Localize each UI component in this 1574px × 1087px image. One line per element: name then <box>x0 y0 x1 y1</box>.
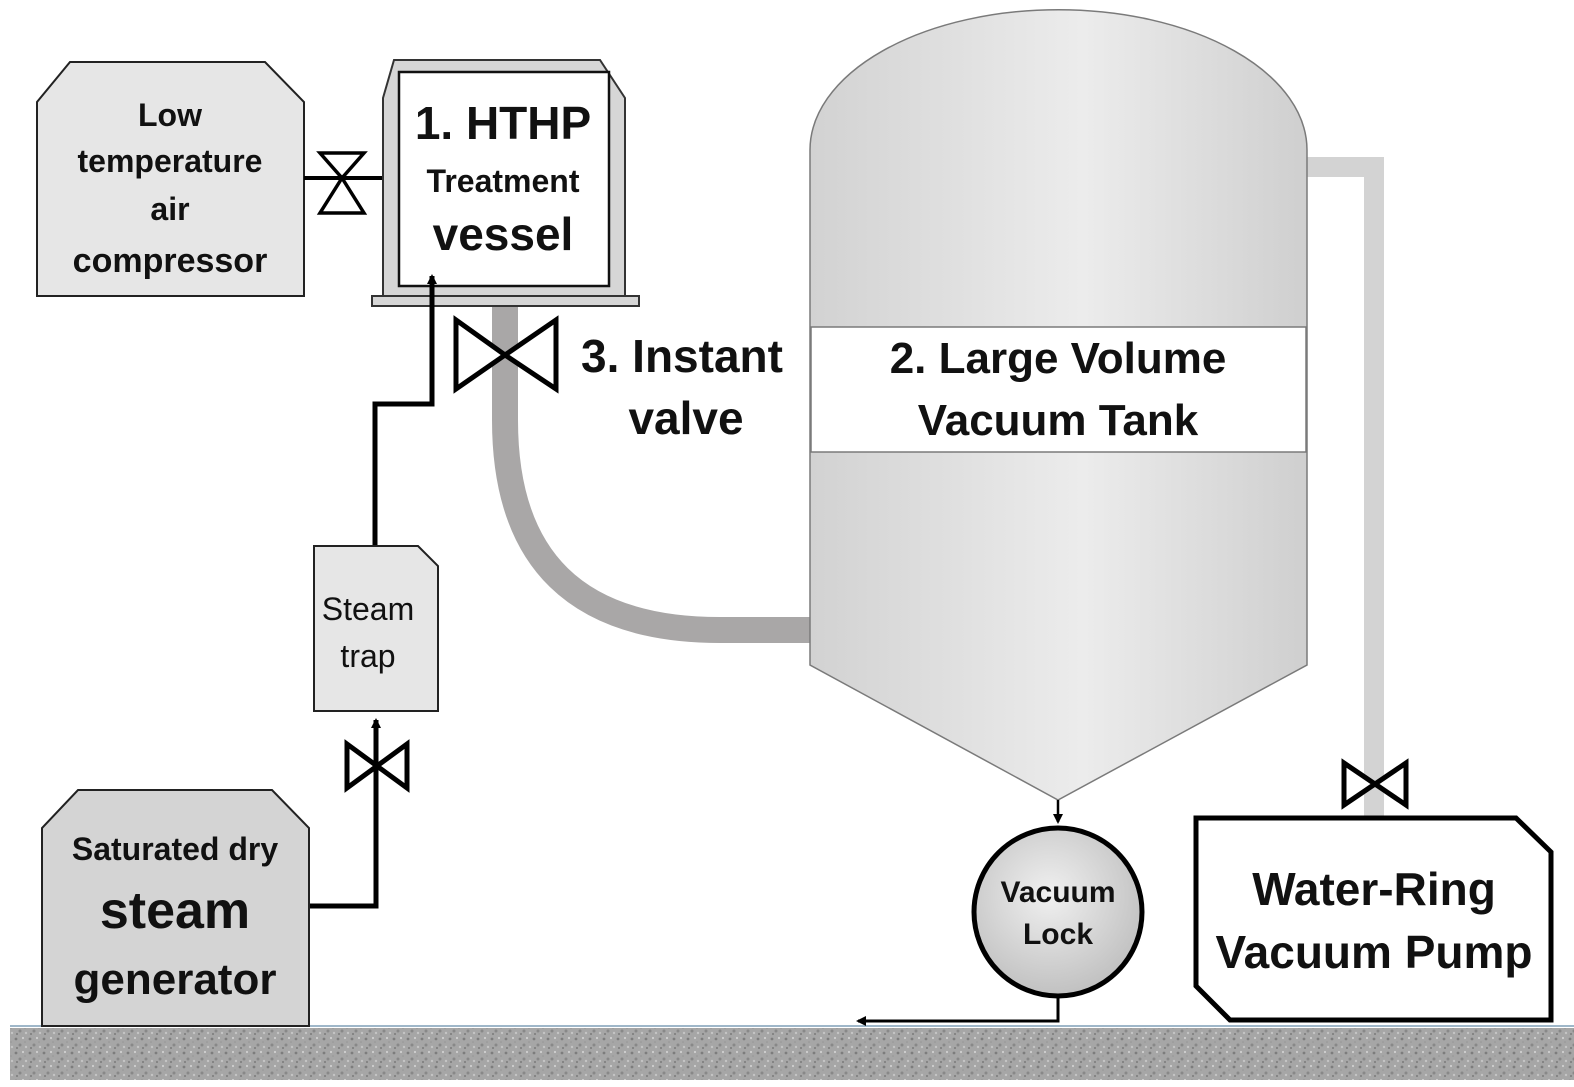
compressor-label-line2: temperature <box>78 143 263 179</box>
vessel-label-line1: 1. HTHP <box>415 97 591 149</box>
air-compressor: Low temperature air compressor <box>36 61 305 297</box>
steam-valve-icon <box>344 739 410 793</box>
generator-label-line2: steam <box>100 882 250 940</box>
compressor-label-line3: air <box>150 191 189 227</box>
steam-line-lower <box>310 718 381 909</box>
vacuum-lock-label-line1: Vacuum <box>1000 876 1115 909</box>
vacuum-pump-pipe <box>1306 157 1384 818</box>
steam-trap: Steam trap <box>313 545 439 712</box>
vacuum-lock-label-line2: Lock <box>1023 918 1093 951</box>
pump-label-line2: Vacuum Pump <box>1216 926 1533 978</box>
pump-label-line1: Water-Ring <box>1252 863 1496 915</box>
instant-valve-icon <box>453 315 559 394</box>
vessel-base <box>371 295 640 307</box>
tank-label-band <box>810 326 1307 453</box>
generator-label-line1: Saturated dry <box>72 831 278 867</box>
tank-label-line2: Vacuum Tank <box>918 396 1199 445</box>
valve-label-line1: 3. Instant <box>581 330 783 382</box>
water-ring-vacuum-pump: Water-Ring Vacuum Pump <box>1193 815 1554 1023</box>
discharge-line-arrow <box>856 996 1060 1026</box>
steam-generator: Saturated dry steam generator <box>41 789 310 1027</box>
compressor-label-line1: Low <box>138 97 202 133</box>
compressor-label-line4: compressor <box>73 242 268 280</box>
vacuum-tank: 2. Large Volume Vacuum Tank <box>809 8 1308 801</box>
ground-gravel <box>10 1028 1574 1080</box>
vessel-label-line2: Treatment <box>427 163 580 199</box>
pump-valve-icon <box>1341 758 1409 810</box>
air-valve-icon <box>316 151 368 215</box>
generator-label-line3: generator <box>74 955 277 1004</box>
treatment-vessel: 1. HTHP Treatment vessel <box>371 59 640 307</box>
vacuum-lock: Vacuum Lock <box>971 825 1145 999</box>
steam-line-upper <box>372 274 437 546</box>
vessel-label-line3: vessel <box>433 208 574 260</box>
tank-label-line1: 2. Large Volume <box>890 334 1227 383</box>
valve-label-line2: valve <box>628 392 743 444</box>
steam-trap-label-line1: Steam <box>322 591 414 627</box>
steam-trap-label-line2: trap <box>340 638 395 674</box>
instant-valve-pipe <box>492 282 812 643</box>
